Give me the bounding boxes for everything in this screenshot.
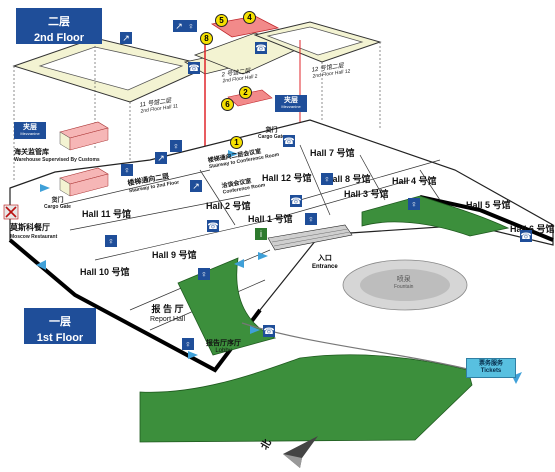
mezzanine-right-cn: 夹层	[284, 97, 298, 104]
cargo-gate-left-cn: 货门	[51, 198, 64, 204]
restroom-icon: ♀	[321, 173, 333, 185]
marker-4: 4	[243, 11, 256, 24]
fountain-cn: 喷泉	[396, 276, 411, 283]
floor-2-label: 二层 2nd Floor	[16, 8, 102, 44]
hall-8-label: Hall 8 号馆	[326, 174, 371, 184]
entrance-label: 入口 Entrance	[312, 255, 338, 270]
floor-1-cn: 一层	[49, 316, 71, 328]
customs-cn: 海关监管库	[14, 149, 49, 156]
phone-icon: ☎	[188, 62, 200, 74]
hall-4-label: Hall 4 号馆	[392, 176, 437, 186]
entrance-steps	[267, 224, 353, 251]
restaurant-label: 莫斯科餐厅 Moscow Restaurant	[10, 224, 57, 240]
report-hall-label: 报 告 厅 Report Hall	[150, 304, 186, 324]
stairs-icon: ↗	[155, 152, 167, 164]
lawn-bottom	[139, 354, 473, 443]
customs-en: Warehouse Supervised By Customs	[14, 157, 100, 163]
cargo-gate-right: 货门 Cargo Gate	[258, 128, 285, 140]
cargo-gate-left: 货门 Cargo Gate	[44, 198, 71, 210]
restroom-icon: ♀	[170, 140, 182, 152]
restaurant-cn: 莫斯科餐厅	[10, 223, 50, 232]
tickets-badge: 票务服务 Tickets	[466, 358, 516, 379]
restaurant-closed-icon	[3, 204, 19, 220]
hall-7-label: Hall 7 号馆	[310, 148, 355, 158]
restroom-icon: ♀	[305, 213, 317, 225]
hall-5-label: Hall 5 号馆	[466, 200, 511, 210]
phone-icon: ☎	[207, 220, 219, 232]
hall-12-label: Hall 12 号馆	[262, 173, 312, 183]
restroom-icon: ♀	[121, 164, 133, 176]
report-hall-en: Report Hall	[150, 316, 186, 323]
lobby-label: 报告厅序厅 Lobby	[206, 340, 241, 354]
restroom-icon: ♀	[198, 268, 210, 280]
hall-2-label: Hall 2 号馆	[206, 201, 251, 211]
stairs-icon: ↗	[190, 180, 202, 192]
hall-11-label: Hall 11 号馆	[82, 209, 132, 219]
phone-icon: ☎	[290, 195, 302, 207]
cargo-gate-left-en: Cargo Gate	[44, 204, 71, 210]
fountain-en: Fountain	[394, 284, 414, 290]
north-arrow-icon	[283, 436, 318, 468]
mezzanine-badge-left: 夹层 Mezzanine	[14, 122, 46, 140]
restaurant-en: Moscow Restaurant	[10, 234, 58, 240]
stairs-icon: ↗	[173, 20, 185, 32]
lobby-cn: 报告厅序厅	[206, 340, 241, 347]
lawn-right-strip	[361, 195, 510, 237]
cargo-gate-right-cn: 货门	[265, 128, 278, 134]
hall-9-label: Hall 9 号馆	[152, 250, 197, 260]
floor-2-cn: 二层	[48, 16, 70, 28]
phone-icon: ☎	[263, 325, 275, 337]
restroom-icon: ♀	[105, 235, 117, 247]
stairs-icon: ↗	[120, 32, 132, 44]
customs-warehouse-label: 海关监管库 Warehouse Supervised By Customs	[14, 149, 100, 163]
floor-2-en: 2nd Floor	[33, 32, 85, 44]
entrance-cn: 入口	[317, 255, 332, 262]
marker-1: 1	[230, 136, 243, 149]
floor-1-label: 一层 1st Floor	[24, 308, 96, 344]
marker-8: 8	[200, 32, 213, 45]
fountain-label: 喷泉 Fountain	[394, 276, 413, 290]
restroom-icon: ♀	[182, 338, 194, 350]
marker-2: 2	[239, 86, 252, 99]
phone-icon: ☎	[255, 42, 267, 54]
mezzanine-badge-right: 夹层 Mezzanine	[275, 95, 307, 113]
hall-1-label: Hall 1 号馆	[248, 214, 293, 224]
mezzanine-right-en: Mezzanine	[281, 104, 301, 110]
tickets-en: Tickets	[480, 368, 502, 375]
report-hall-cn: 报 告 厅	[151, 304, 184, 314]
phone-icon: ☎	[520, 230, 532, 242]
mezzanine-left-cn: 夹层	[23, 124, 37, 131]
hall-3-label: Hall 3 号馆	[344, 189, 389, 199]
restroom-icon: ♀	[408, 198, 420, 210]
marker-5: 5	[215, 14, 228, 27]
hall-6-label: Hall 6 号馆	[510, 224, 555, 234]
phone-icon: ☎	[283, 135, 295, 147]
tickets-cn: 票务服务	[478, 361, 503, 367]
cargo-gate-right-en: Cargo Gate	[258, 134, 285, 140]
entrance-en: Entrance	[312, 263, 338, 270]
info-icon: i	[255, 228, 267, 240]
restroom-icon: ♀	[185, 20, 197, 32]
lobby-en: Lobby	[215, 348, 232, 354]
upper-red-block	[210, 15, 280, 38]
upper-floor-plan	[12, 15, 382, 161]
hall-10-label: Hall 10 号馆	[80, 267, 130, 277]
marker-6: 6	[221, 98, 234, 111]
mezzanine-left-en: Mezzanine	[20, 131, 40, 137]
floor-1-en: 1st Floor	[36, 332, 84, 344]
